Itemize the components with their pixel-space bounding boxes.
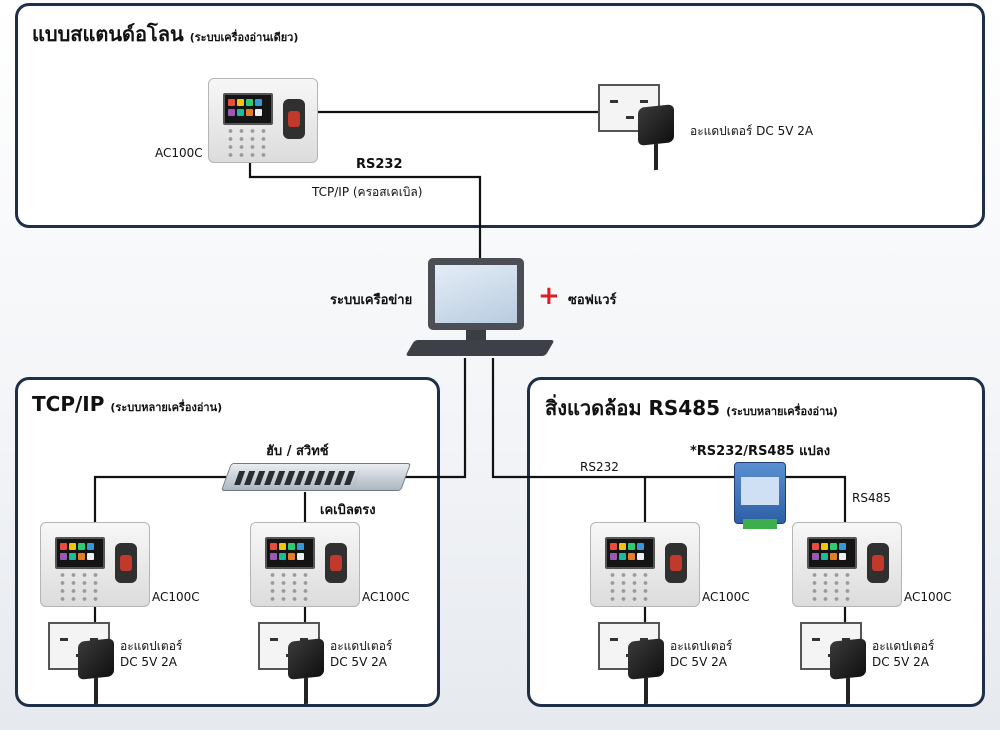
- fingerprint-sensor: [283, 99, 305, 139]
- device-keypad: [225, 127, 269, 157]
- hub-label: ฮับ / สวิทช์: [266, 444, 329, 459]
- power-adapter-icon: [78, 638, 114, 680]
- standalone-title: แบบสแตนด์อโลน: [32, 22, 184, 46]
- standalone-heading: แบบสแตนด์อโลน (ระบบเครื่องอ่านเดียว): [32, 18, 298, 50]
- standalone-panel: [15, 3, 985, 228]
- keyboard-icon: [405, 340, 555, 356]
- fingerprint-sensor: [867, 543, 889, 583]
- device-rs485-1: [590, 522, 700, 607]
- fingerprint-sensor: [115, 543, 137, 583]
- rs485-label: RS485: [852, 491, 891, 505]
- device-label-standalone: AC100C: [155, 146, 203, 160]
- converter-label: *RS232/RS485 แปลง: [690, 444, 831, 459]
- device-standalone: [208, 78, 318, 163]
- power-adapter-icon: [638, 104, 674, 146]
- power-adapter-icon: [628, 638, 664, 680]
- crossover-label: TCP/IP (ครอสเคเบิล): [312, 185, 423, 199]
- adapter-label-rs485-2: อะแดปเตอร์DC 5V 2A: [872, 639, 935, 669]
- network-label: ระบบเครือข่าย: [330, 293, 413, 308]
- rs485-heading: สิ่งแวดล้อม RS485 (ระบบหลายเครื่องอ่าน): [545, 392, 838, 424]
- adapter-label-standalone: อะแดปเตอร์ DC 5V 2A: [690, 124, 814, 138]
- power-adapter-icon: [288, 638, 324, 680]
- device-screen: [223, 93, 273, 125]
- device-label-tcpip-1: AC100C: [152, 590, 200, 604]
- rs232-label-rs485: RS232: [580, 460, 619, 474]
- adapter-label-tcpip-2: อะแดปเตอร์DC 5V 2A: [330, 639, 393, 669]
- wire-pc-switch: [400, 358, 467, 479]
- device-rs485-2: [792, 522, 902, 607]
- device-label-rs485-1: AC100C: [702, 590, 750, 604]
- adapter-label-rs485-1: อะแดปเตอร์DC 5V 2A: [670, 639, 733, 669]
- device-label-tcpip-2: AC100C: [362, 590, 410, 604]
- rs232-rs485-converter-icon: [734, 462, 786, 529]
- device-tcpip-2: [250, 522, 360, 607]
- tcpip-title: TCP/IP: [32, 392, 105, 416]
- rs485-title: สิ่งแวดล้อม RS485: [545, 396, 721, 420]
- rs485-subtitle: (ระบบหลายเครื่องอ่าน): [726, 405, 838, 418]
- device-label-rs485-2: AC100C: [904, 590, 952, 604]
- rs232-label-standalone: RS232: [356, 157, 403, 172]
- device-tcpip-1: [40, 522, 150, 607]
- plus-icon: +: [538, 281, 560, 311]
- adapter-label-tcpip-1: อะแดปเตอร์DC 5V 2A: [120, 639, 183, 669]
- fingerprint-sensor: [325, 543, 347, 583]
- tcpip-heading: TCP/IP (ระบบหลายเครื่องอ่าน): [32, 392, 222, 416]
- standalone-subtitle: (ระบบเครื่องอ่านเดียว): [189, 31, 299, 44]
- power-adapter-icon: [830, 638, 866, 680]
- wire-device-pc: [248, 152, 482, 258]
- computer-monitor-icon: [428, 258, 524, 342]
- wire-switch-device-left: [93, 475, 226, 522]
- tcpip-subtitle: (ระบบหลายเครื่องอ่าน): [110, 401, 223, 414]
- network-switch-icon: [220, 463, 412, 491]
- fingerprint-sensor: [665, 543, 687, 583]
- wire-pc-rs485: [491, 358, 847, 522]
- software-label: ซอฟแวร์: [568, 293, 617, 308]
- straight-cable-label: เคเบิลตรง: [320, 503, 376, 518]
